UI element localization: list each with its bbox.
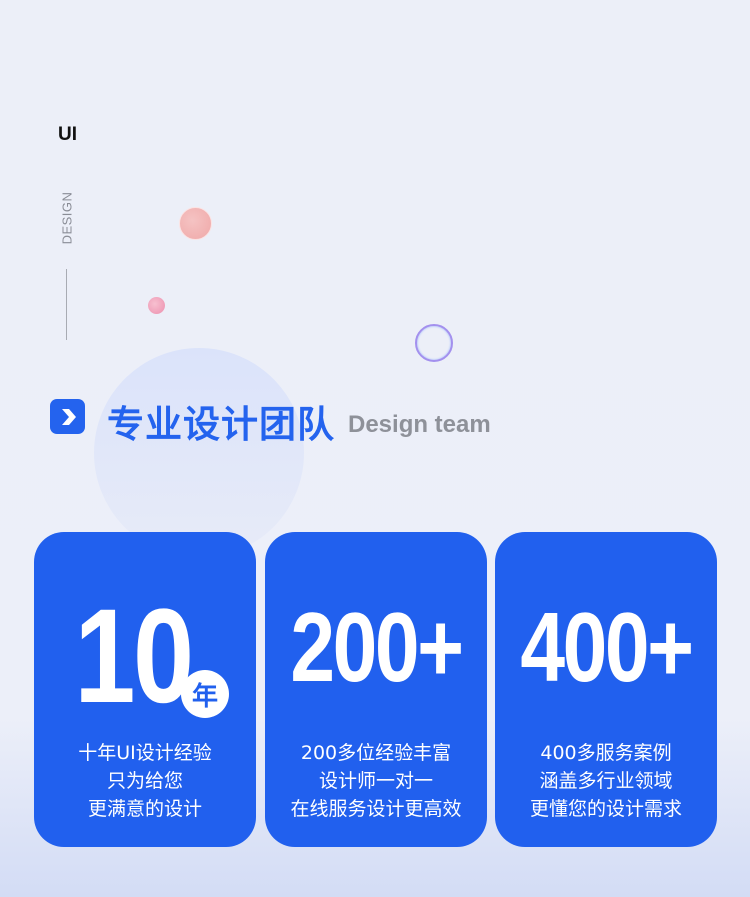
section-subtitle: Design team xyxy=(348,411,491,438)
description-line: 更满意的设计 xyxy=(87,798,202,820)
decorative-pink-dot-large xyxy=(179,207,212,240)
stat-number: 400+ xyxy=(520,592,694,702)
stat-card-designers: 200+ 200多位经验丰富 设计师一对一 在线服务设计更高效 xyxy=(265,532,487,847)
description-line: 更懂您的设计需求 xyxy=(529,798,682,820)
decorative-pink-dot-small xyxy=(148,297,165,314)
stat-card-years: 10 年 十年UI设计经验 只为给您 更满意的设计 xyxy=(34,532,256,847)
description-line: 涵盖多行业领域 xyxy=(539,770,673,792)
divider-line xyxy=(66,269,67,340)
decorative-ring xyxy=(415,324,453,362)
description-line: 设计师一对一 xyxy=(318,770,433,792)
design-vertical-label: DESIGN xyxy=(52,190,82,246)
stat-number: 200+ xyxy=(290,592,464,702)
stat-description: 十年UI设计经验 只为给您 更满意的设计 xyxy=(34,739,256,823)
description-line: 400多服务案例 xyxy=(540,742,672,764)
stat-description: 400多服务案例 涵盖多行业领域 更懂您的设计需求 xyxy=(495,739,717,823)
stat-card-cases: 400+ 400多服务案例 涵盖多行业领域 更懂您的设计需求 xyxy=(495,532,717,847)
description-line: 十年UI设计经验 xyxy=(78,742,212,764)
stat-number: 10 xyxy=(74,582,194,731)
chevron-right-icon xyxy=(50,399,85,434)
year-badge: 年 xyxy=(181,670,229,718)
description-line: 只为给您 xyxy=(106,770,183,792)
stat-description: 200多位经验丰富 设计师一对一 在线服务设计更高效 xyxy=(265,739,487,823)
ui-label: UI xyxy=(58,124,77,145)
design-text: DESIGN xyxy=(59,191,75,245)
section-title: 专业设计团队 xyxy=(107,403,335,446)
decorative-circle xyxy=(94,348,304,558)
description-line: 在线服务设计更高效 xyxy=(290,798,462,820)
description-line: 200多位经验丰富 xyxy=(300,742,452,764)
